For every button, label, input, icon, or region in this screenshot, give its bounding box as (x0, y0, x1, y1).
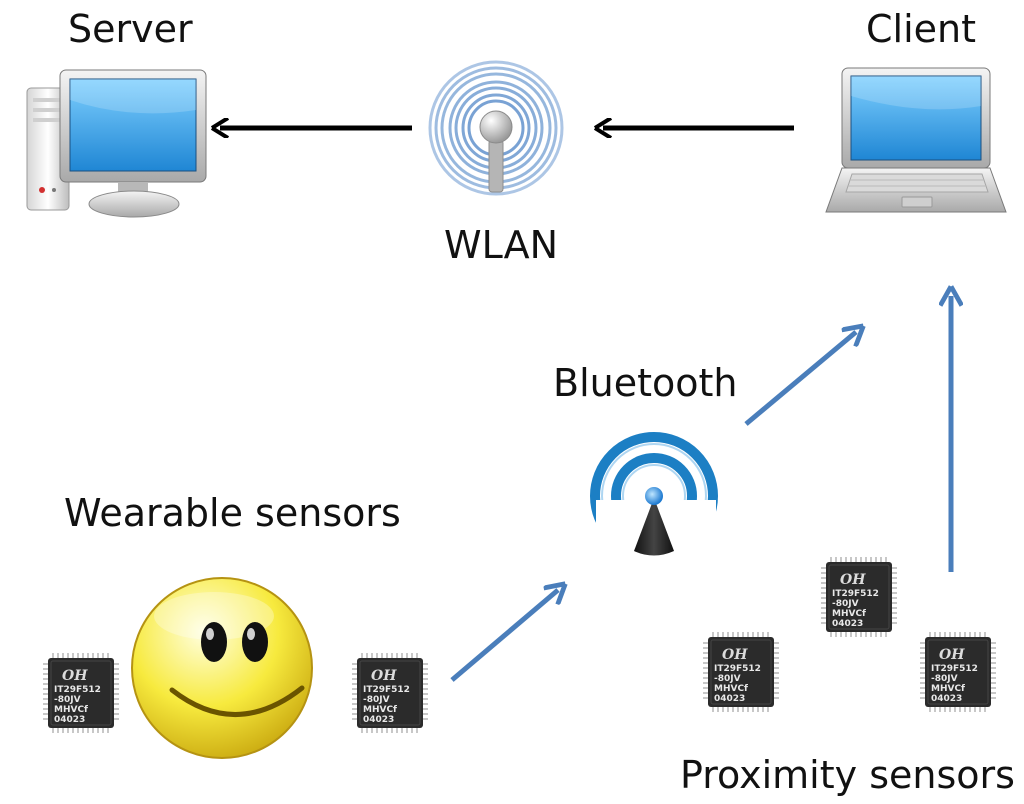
chip-line-1: IT29F512 (931, 664, 978, 674)
chip-logo: OH (371, 668, 397, 684)
chip-logo: OH (62, 668, 88, 684)
chip-line-3: MHVCf (931, 684, 965, 694)
arrow-wearable-to-bluetooth (450, 590, 558, 682)
chip-line-2: -80JV (714, 674, 741, 684)
chip-line-1: IT29F512 (54, 685, 101, 695)
sensor-chip-icon: OH IT29F512 -80JV MHVCf 04023 (919, 631, 997, 713)
chip-line-4: 04023 (54, 715, 85, 725)
sensor-chip-icon: OH IT29F512 -80JV MHVCf 04023 (351, 652, 429, 734)
chip-logo: OH (939, 647, 965, 663)
sensor-chip-icon: OH IT29F512 -80JV MHVCf 04023 (42, 652, 120, 734)
arrow-bluetooth-to-client (744, 332, 856, 426)
bluetooth-label: Bluetooth (553, 361, 738, 405)
wearable-sensors-label: Wearable sensors (64, 491, 401, 535)
smiley-face-icon (131, 577, 313, 759)
chip-logo: OH (840, 572, 866, 588)
chip-line-4: 04023 (363, 715, 394, 725)
chip-line-2: -80JV (363, 695, 390, 705)
desktop-computer-icon (26, 69, 207, 218)
chip-line-4: 04023 (832, 619, 863, 629)
chip-line-4: 04023 (931, 694, 962, 704)
chip-line-4: 04023 (714, 694, 745, 704)
chip-line-3: MHVCf (832, 609, 866, 619)
laptop-icon (825, 67, 1007, 213)
sensor-chip-icon: OH IT29F512 -80JV MHVCf 04023 (702, 631, 780, 713)
sensor-chip-icon: OH IT29F512 -80JV MHVCf 04023 (820, 556, 898, 638)
chip-line-2: -80JV (832, 599, 859, 609)
chip-line-3: MHVCf (363, 705, 397, 715)
chip-line-1: IT29F512 (714, 664, 761, 674)
wlan-label: WLAN (444, 223, 559, 267)
proximity-sensors-label: Proximity sensors (680, 753, 1015, 797)
chip-line-2: -80JV (54, 695, 81, 705)
client-label: Client (866, 7, 977, 51)
chip-line-3: MHVCf (714, 684, 748, 694)
wlan-antenna-icon (428, 60, 564, 196)
chip-line-1: IT29F512 (363, 685, 410, 695)
chip-logo: OH (722, 647, 748, 663)
chip-line-1: IT29F512 (832, 589, 879, 599)
chip-line-2: -80JV (931, 674, 958, 684)
server-label: Server (68, 7, 193, 51)
bluetooth-antenna-icon (590, 432, 718, 562)
chip-line-3: MHVCf (54, 705, 88, 715)
